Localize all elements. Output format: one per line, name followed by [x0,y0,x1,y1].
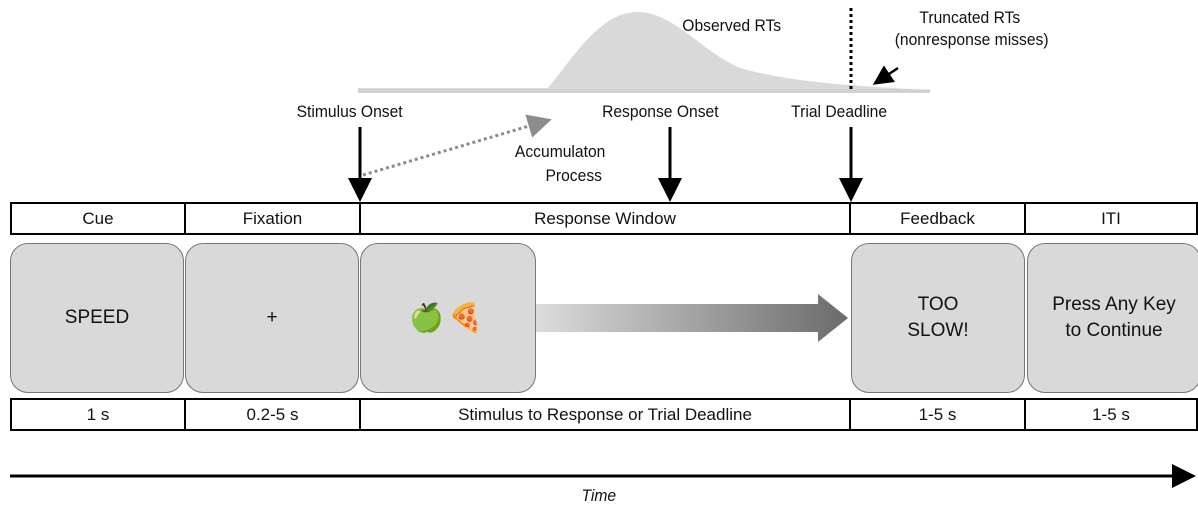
time-axis-label: Time [581,486,617,505]
stimulus-screen: 🍏🍕 [360,243,536,393]
phase-header-iti: ITI [1026,202,1198,235]
fixation-cross: + [266,307,278,329]
truncated-rts-label: Truncated RTs [919,8,1021,27]
phase-header-response-window: Response Window [361,202,851,235]
truncated-rts-sublabel: (nonresponse misses) [894,30,1049,49]
cue-screen-text: SPEED [64,307,130,329]
duration-iti: 1-5 s [1026,398,1198,431]
duration-response-window: Stimulus to Response or Trial Deadline [361,398,851,431]
response-onset-label: Response Onset [602,102,719,121]
trial-deadline-label: Trial Deadline [791,102,888,121]
feedback-text-line2: SLOW! [907,320,969,341]
fixation-screen: + [185,243,359,393]
food-stimulus-icons: 🍏🍕 [409,302,487,334]
accumulation-arrow [362,114,552,177]
truncated-pointer-arrow [872,65,899,85]
feedback-screen: TOO SLOW! [851,243,1025,393]
rt-distribution-curve [358,11,930,93]
iti-screen: Press Any Key to Continue [1027,243,1198,393]
duration-feedback: 1-5 s [851,398,1026,431]
phase-header-row: Cue Fixation Response Window Feedback IT… [10,202,1198,235]
response-window-gradient-arrow [536,294,848,342]
stimulus-onset-label: Stimulus Onset [296,102,403,121]
observed-rts-label: Observed RTs [682,16,782,35]
iti-text-line2: to Continue [1065,320,1163,341]
feedback-text-line1: TOO [917,294,959,316]
duration-cue: 1 s [10,398,186,431]
cue-screen: SPEED [10,243,184,393]
accumulation-label-line2: Process [545,166,602,185]
phase-header-cue: Cue [10,202,186,235]
duration-row: 1 s 0.2-5 s Stimulus to Response or Tria… [10,398,1198,431]
phase-header-fixation: Fixation [186,202,361,235]
phase-header-feedback: Feedback [851,202,1026,235]
accumulation-label-line1: Accumulaton [514,142,606,161]
duration-fixation: 0.2-5 s [186,398,361,431]
iti-text-line1: Press Any Key [1052,294,1176,316]
